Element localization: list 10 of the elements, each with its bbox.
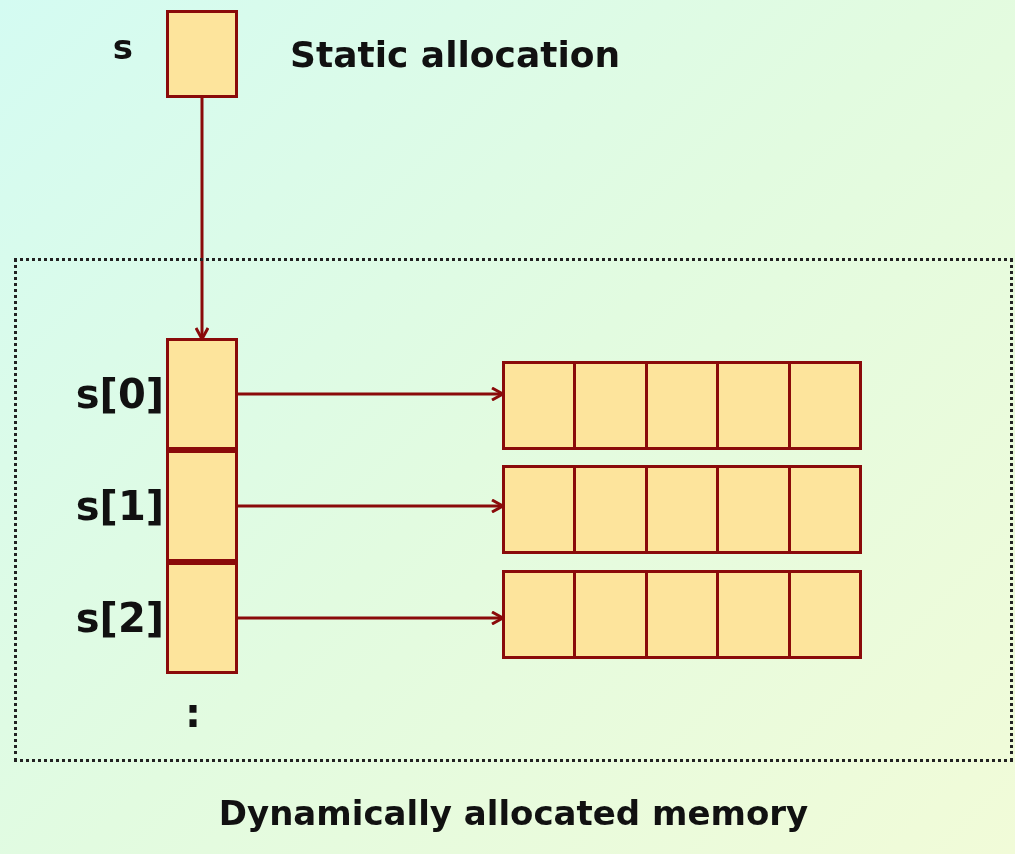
variable-name: s[1] bbox=[75, 483, 164, 529]
variable-name: s[0] bbox=[75, 371, 164, 417]
region-caption: Dynamically allocated memory bbox=[217, 793, 810, 833]
section-label: Static allocation bbox=[290, 34, 621, 75]
variable-name: s bbox=[112, 27, 133, 67]
array-row bbox=[502, 361, 862, 450]
variable-name: s[2] bbox=[75, 595, 164, 641]
continuation-dots: : bbox=[185, 690, 201, 736]
array-row bbox=[502, 570, 862, 659]
array-row bbox=[502, 465, 862, 554]
